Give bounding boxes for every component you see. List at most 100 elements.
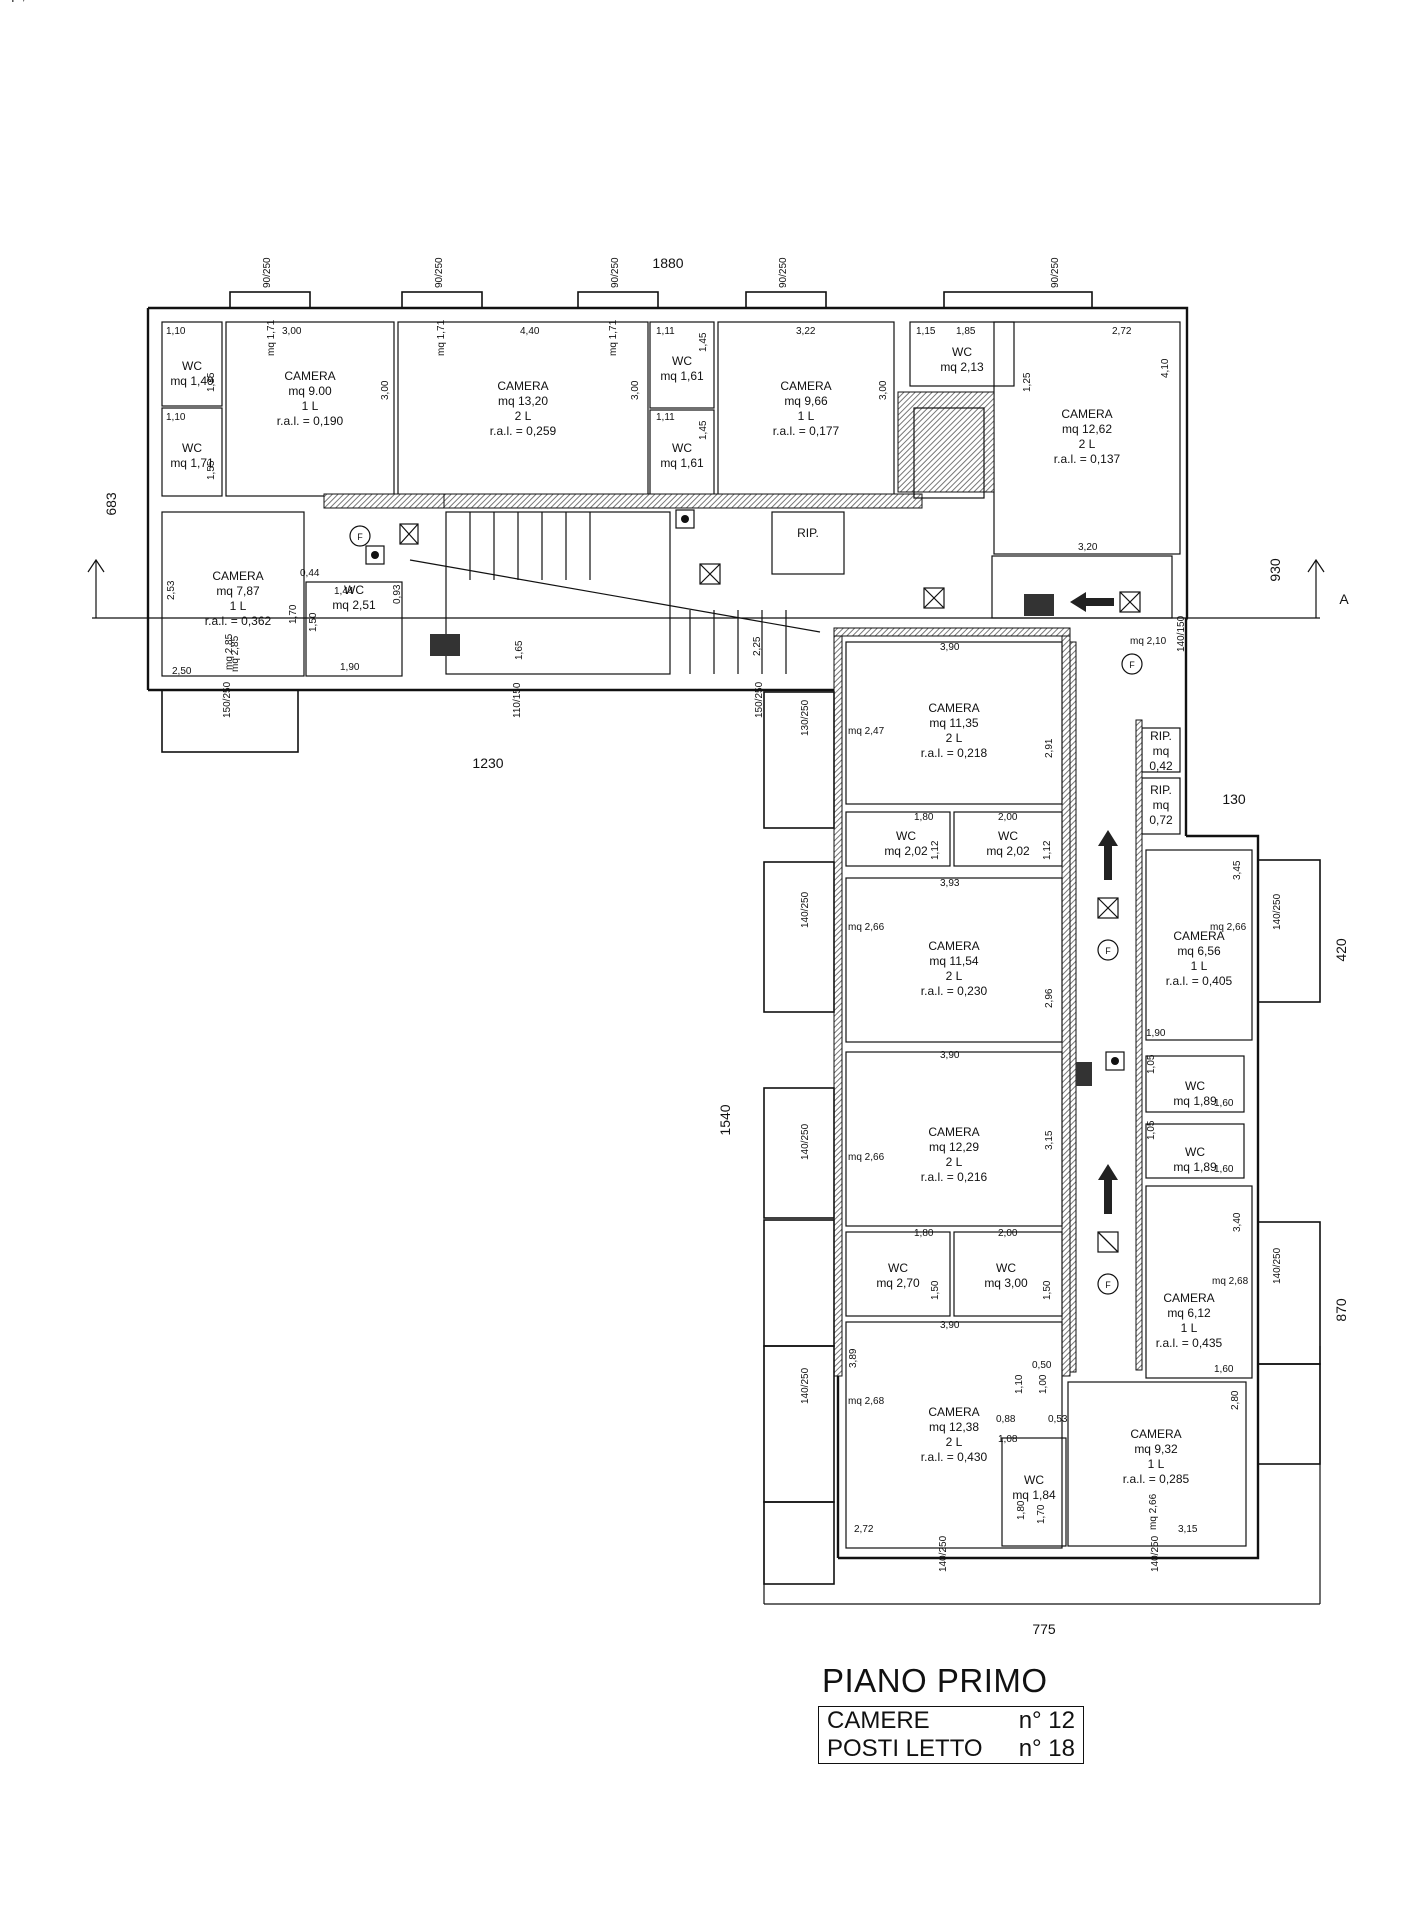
smoke-detector-icon xyxy=(923,587,945,609)
room-label-line: CAMERA xyxy=(1173,929,1224,943)
room-label-line: mq 2,02 xyxy=(986,844,1030,858)
balcony xyxy=(1257,859,1321,1003)
room-label-line: 2 L xyxy=(946,1435,963,1449)
dimension-label: mq 2,85 xyxy=(230,635,241,672)
balcony xyxy=(577,291,659,309)
balcony xyxy=(401,291,483,309)
exit-sign-icon xyxy=(430,634,460,656)
room-label-line: WC xyxy=(896,829,916,843)
room-label-line: mq 12,62 xyxy=(1062,422,1112,436)
summary-table: CAMERE n° 12 POSTI LETTO n° 18 xyxy=(818,1706,1084,1764)
room-label-line: 1 L xyxy=(1181,1321,1198,1335)
dimension-label: 1,70 xyxy=(288,604,299,624)
dimension-label: 2,91 xyxy=(1044,738,1055,758)
room-label-line: WC xyxy=(1185,1145,1205,1159)
dimension-label: 1,10 xyxy=(166,326,186,337)
room-label-line: WC xyxy=(998,829,1018,843)
exit-sign-icon xyxy=(1076,1062,1092,1086)
dimension-label: mq 2,85 xyxy=(224,633,235,670)
opening-label: 140/150 xyxy=(1176,615,1187,652)
dimension-label: mq 2,68 xyxy=(1212,1276,1249,1287)
south-wing xyxy=(763,618,1321,1605)
opening-label: 90/250 xyxy=(610,257,621,288)
balcony xyxy=(763,1087,835,1219)
room-label-line: 2 L xyxy=(946,731,963,745)
room-label-line: mq 1,89 xyxy=(1173,1094,1217,1108)
dimension-label: 1,60 xyxy=(1214,1364,1234,1375)
summary-label: POSTI LETTO xyxy=(827,1735,983,1762)
dimension-label: 1,05 xyxy=(1146,1120,1157,1140)
emergency-light-icon xyxy=(1105,1051,1125,1071)
room-label-line: mq 1,84 xyxy=(1012,1488,1056,1502)
opening-label: 150/250 xyxy=(222,681,233,718)
opening-label: 150/250 xyxy=(754,681,765,718)
dimension-label: 2,25 xyxy=(752,636,763,656)
dimension-label: 3,40 xyxy=(1232,1212,1243,1232)
room-label-line: CAMERA xyxy=(284,369,335,383)
dimension-label: 1,60 xyxy=(1214,1164,1234,1175)
room-label-line: mq 9,32 xyxy=(1134,1442,1178,1456)
room-label-line: r.a.l. = 0,216 xyxy=(921,1170,988,1184)
dimension-label: 4,40 xyxy=(520,326,540,337)
room-label-line: RIP. xyxy=(797,526,819,540)
dimension-label: mq 1,71 xyxy=(0,0,37,3)
room-label-line: r.a.l. = 0,430 xyxy=(921,1450,988,1464)
opening-label: 90/250 xyxy=(262,257,273,288)
opening-label: 140/250 xyxy=(1272,1247,1283,1284)
extinguisher-icon: F xyxy=(349,525,371,547)
opening-label: 140/250 xyxy=(938,1535,949,1572)
north-wing xyxy=(87,291,1325,1558)
dimension-label: 2,53 xyxy=(166,580,177,600)
dimension-label: 1,50 xyxy=(1042,1280,1053,1300)
overall-dim-offset: 130 xyxy=(1222,791,1246,807)
opening-label: 90/250 xyxy=(1050,257,1061,288)
room-label-line: 1 L xyxy=(798,409,815,423)
dimension-label: 1,44 xyxy=(334,586,354,597)
dimension-label: 1,55 xyxy=(206,460,217,480)
balcony xyxy=(763,691,835,829)
room-label-line: RIP. xyxy=(1150,783,1172,797)
dimension-label: 1,65 xyxy=(514,640,525,660)
room-label-line: CAMERA xyxy=(928,1405,979,1419)
room-label-line: CAMERA xyxy=(928,1125,979,1139)
room-label-line: CAMERA xyxy=(928,701,979,715)
dimension-label: 3,22 xyxy=(796,326,816,337)
dimension-label: 1,80 xyxy=(1016,1500,1027,1520)
dimension-labels: 1,101,101,351,553,003,004,403,001,111,45… xyxy=(0,0,1249,1535)
room-label-line: mq 1,89 xyxy=(1173,1160,1217,1174)
room-label-line: CAMERA xyxy=(1130,1427,1181,1441)
smoke-detector-icon xyxy=(699,563,721,585)
room-label-line: mq 9.00 xyxy=(288,384,332,398)
dimension-label: 2,00 xyxy=(998,1228,1018,1239)
balcony xyxy=(1257,1221,1321,1365)
room-label-line: r.a.l. = 0,218 xyxy=(921,746,988,760)
room-label-line: r.a.l. = 0,177 xyxy=(773,424,840,438)
room-label-line: mq 2,70 xyxy=(876,1276,920,1290)
dimension-label: 3,45 xyxy=(1232,860,1243,880)
dimension-label: 2,00 xyxy=(998,812,1018,823)
balcony xyxy=(763,1219,835,1347)
room-label-line: r.a.l. = 0,190 xyxy=(277,414,344,428)
balcony xyxy=(1257,1363,1321,1465)
dimension-label: 1,15 xyxy=(916,326,936,337)
room-label-line: WC xyxy=(672,354,692,368)
balcony xyxy=(943,291,1093,309)
room-label-line: mq 1,49 xyxy=(170,374,214,388)
dimension-label: 1,50 xyxy=(308,612,319,632)
dimension-label: 2,50 xyxy=(172,666,192,677)
dimension-label: 3,90 xyxy=(940,642,960,653)
dimension-label: 3,15 xyxy=(1178,1524,1198,1535)
legend: PIANO PRIMO CAMERE n° 12 POSTI LETTO n° … xyxy=(818,1662,1098,1764)
safety-icons: F F F F xyxy=(349,509,1143,1295)
